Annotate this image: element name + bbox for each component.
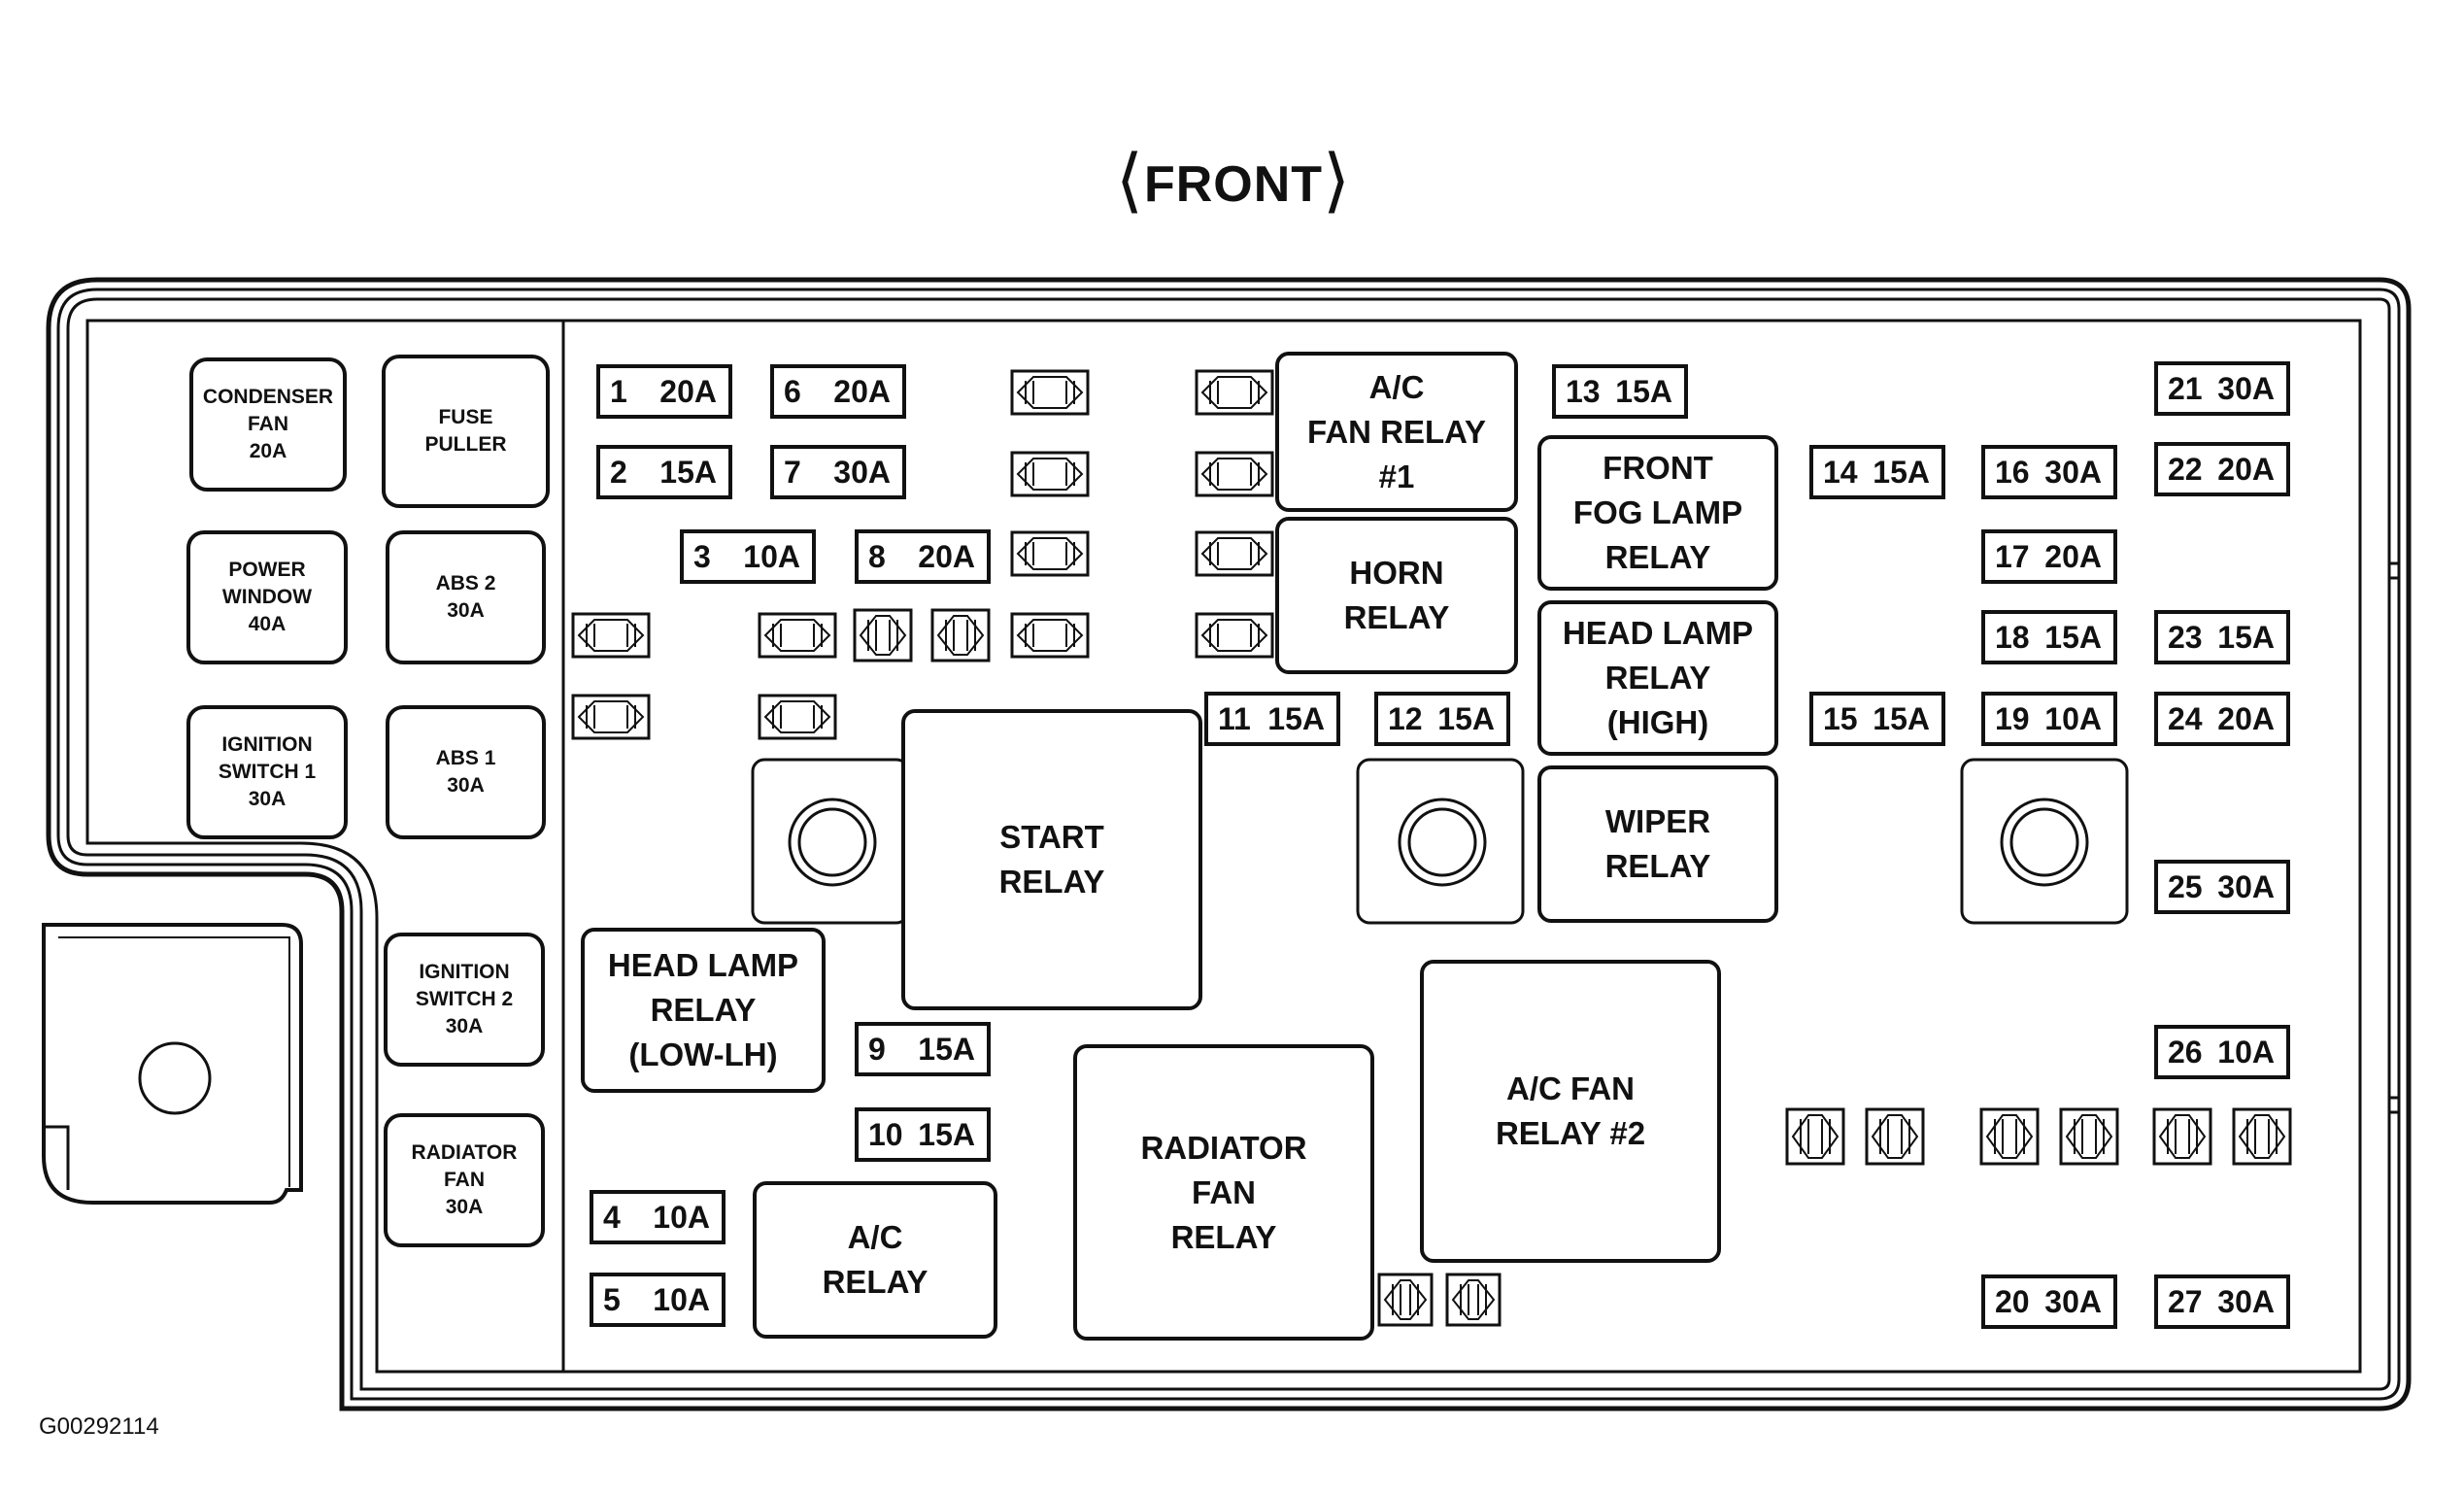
spare-slot-12 [758,694,837,740]
spare-slot-15 [1785,1107,1845,1166]
housing-outer-edge [46,277,2412,1411]
spare-slot-18 [2059,1107,2119,1166]
relay-head-lamp-low-lh: HEAD LAMP RELAY (LOW-LH) [581,928,826,1093]
terminal-bolt-icon [138,1041,212,1115]
spare-slot-16 [1865,1107,1925,1166]
maxi-fuse-power-window: POWER WINDOW 40A [186,530,348,664]
front-direction-label: ⟨ FRONT ⟩ [1107,146,1360,223]
figure-code: G00292114 [39,1413,159,1440]
relay-ac-fan-1: A/C FAN RELAY #1 [1275,352,1518,512]
mounting-bolt-3 [1960,758,2129,925]
spare-slot-22 [1445,1273,1502,1327]
spare-slot-4 [1195,451,1274,497]
relay-wiper: WIPER RELAY [1537,765,1778,923]
relay-ac-fan-2: A/C FAN RELAY #2 [1420,960,1721,1263]
spare-slot-9 [571,612,651,659]
spare-slot-5 [1010,530,1090,577]
front-label-text: FRONT [1143,156,1324,213]
spare-slot-6 [1195,530,1274,577]
spare-slot-17 [1979,1107,2040,1166]
chevron-left-icon: ⟨ [1115,142,1144,220]
spare-slot-20 [2232,1107,2292,1166]
spare-fuse-slots [571,369,2292,1327]
maxi-fuse-ignition-switch-1: IGNITION SWITCH 1 30A [186,705,348,839]
relay-front-fog-lamp: FRONT FOG LAMP RELAY [1537,435,1778,591]
spare-slot-8 [1195,612,1274,659]
maxi-fuse-radiator-fan: RADIATOR FAN 30A [384,1113,545,1247]
housing-rim [66,297,2391,1391]
relay-radiator-fan: RADIATOR FAN RELAY [1073,1044,1374,1341]
relay-ac: A/C RELAY [753,1181,997,1339]
maxi-fuse-abs-2: ABS 2 30A [386,530,546,664]
mounting-bolt-1 [751,758,910,925]
spare-slot-14 [930,608,991,663]
fuse-puller[interactable]: FUSE PULLER [382,355,550,508]
spare-slot-2 [1195,369,1274,416]
relay-head-lamp-high: HEAD LAMP RELAY (HIGH) [1537,600,1778,756]
spare-slot-19 [2152,1107,2212,1166]
spare-slot-11 [571,694,651,740]
spare-slot-3 [1010,451,1090,497]
maxi-fuse-abs-1: ABS 1 30A [386,705,546,839]
housing-floor [85,319,2362,1374]
mounting-bolt-2 [1356,758,1525,925]
spare-slot-13 [853,608,913,663]
relay-start: START RELAY [901,709,1202,1010]
spare-slot-7 [1010,612,1090,659]
chevron-right-icon: ⟩ [1323,142,1352,220]
spare-slot-10 [758,612,837,659]
maxi-fuse-ignition-switch-2: IGNITION SWITCH 2 30A [384,933,545,1067]
battery-terminal-cover [42,923,303,1205]
spare-slot-21 [1377,1273,1434,1327]
housing-inner-edge [56,288,2401,1401]
spare-slot-1 [1010,369,1090,416]
maxi-fuse-condenser-fan: CONDENSER FAN 20A [189,357,347,492]
relay-horn: HORN RELAY [1275,517,1518,674]
